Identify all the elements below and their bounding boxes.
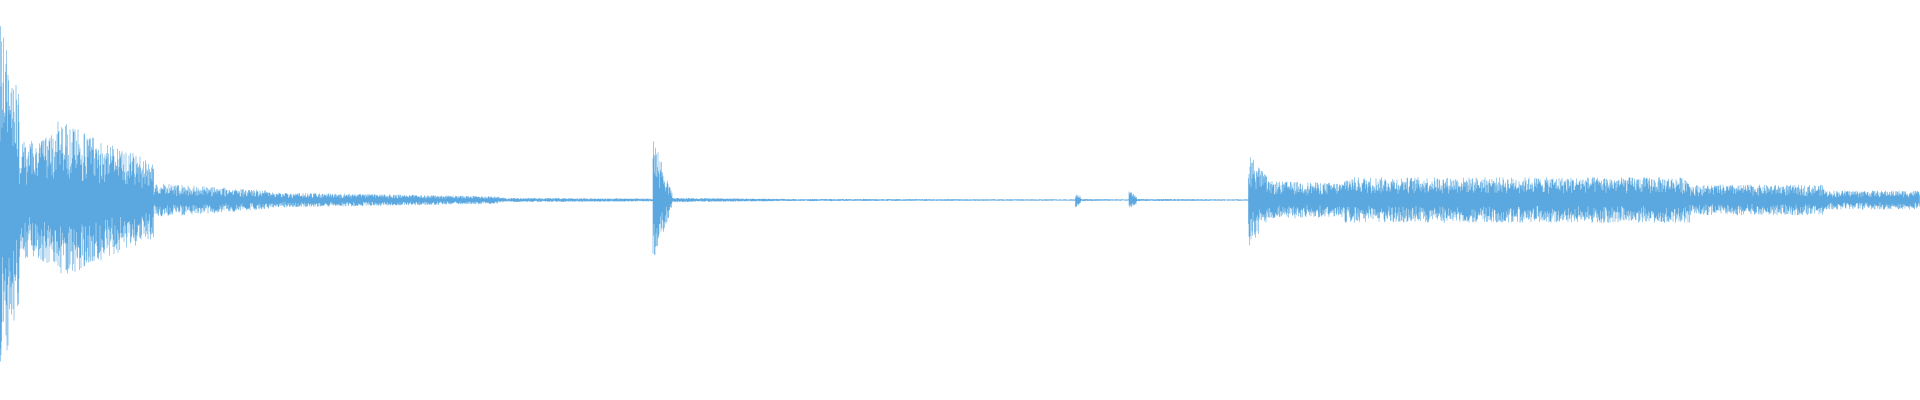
waveform-trace — [0, 26, 1920, 362]
